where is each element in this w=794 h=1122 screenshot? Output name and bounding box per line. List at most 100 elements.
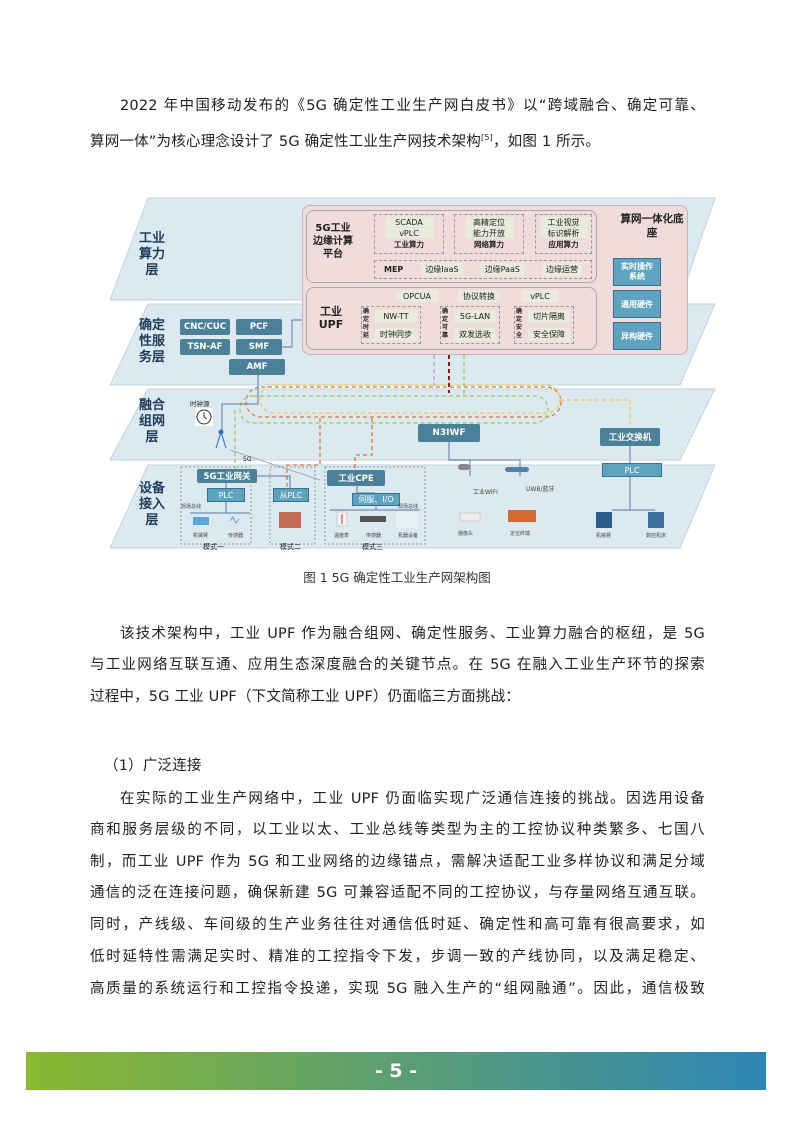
device-label: 温度表 xyxy=(334,533,350,539)
intro-line-2: 算网一体”为核心理念设计了 5G 确定性工业生产网技术架构[5]，如图 1 所示… xyxy=(90,128,705,152)
group-label: 工业算力 xyxy=(394,240,424,249)
para1-line: 与工业网络互联互通、应用生态深度融合的关键节点。在 5G 在融入工业生产环节的探… xyxy=(90,657,705,673)
industrial-compute-group: SCADA vPLC 工业算力 xyxy=(374,214,444,254)
chip: 5G-LAN xyxy=(454,310,496,323)
upf-reliability-group: 确定可靠 5G-LAN 双发选收 xyxy=(440,306,500,344)
layer-band-access xyxy=(109,464,716,549)
tsn-af-box: TSN-AF xyxy=(180,339,230,355)
intro-text: 算网一体”为核心理念设计了 5G 确定性工业生产网技术架构 xyxy=(90,133,481,150)
fieldbus-label: 现场总线 xyxy=(398,504,419,510)
servo-io-box: 伺服、I/O xyxy=(352,493,400,506)
5g-label: 5G xyxy=(243,456,252,463)
para2-line: 同时，产线级、车间级的生产业务往往对通信低时延、确定性和高可靠有很高要求，如 xyxy=(90,917,705,933)
device-label: 机械臂 xyxy=(596,533,612,539)
chip: 边缘IaaS xyxy=(421,263,463,276)
upf-latency-group: 确定时延 NW-TT 时钟同步 xyxy=(361,306,421,344)
device-label: 传感器 xyxy=(366,533,382,539)
n3iwf-box: N3IWF xyxy=(418,424,480,442)
base-item: 通用硬件 xyxy=(613,290,661,318)
para2-line: 高质量的系统运行和工控指令投递，实现 5G 融入生产的“组网融通”。因此，通信极… xyxy=(90,981,705,997)
chip: 能力开放 xyxy=(465,228,513,238)
group-label: 应用算力 xyxy=(548,240,579,249)
cnc-cuc-box: CNC/CUC xyxy=(180,319,230,335)
5g-gateway-box: 5G工业网关 xyxy=(197,469,257,483)
clock-icon xyxy=(195,408,213,426)
chip: 协议转换 xyxy=(458,290,500,302)
device-label: 数控机床 xyxy=(646,533,667,539)
group-label: 网络算力 xyxy=(474,240,504,249)
layer-label-service: 确定性服务层 xyxy=(138,318,165,365)
wifi-label: 工业WIFI xyxy=(473,489,498,496)
device-label: 定位终端 xyxy=(510,531,531,537)
layer-label-access: 设备接入层 xyxy=(138,481,165,528)
device-label: 机器设备 xyxy=(398,533,419,539)
citation: [5] xyxy=(481,133,493,142)
para2-line: 通信的泛在连接问题，确保新建 5G 可兼容适配不同的工控协议，与存量网络互通互联… xyxy=(90,885,705,901)
uwb-label: UWB/蓝牙 xyxy=(526,486,555,493)
chip: vPLC xyxy=(522,290,558,302)
chip: 切片隔离 xyxy=(528,310,570,323)
pcf-box: PCF xyxy=(236,319,282,335)
tower-icon xyxy=(215,429,227,449)
application-compute-group: 工业视觉 标识解析 应用算力 xyxy=(535,214,592,254)
mode-label: 模式二 xyxy=(280,543,301,551)
plc-box: PLC xyxy=(207,488,245,502)
base-item: 异构硬件 xyxy=(613,322,661,350)
chip: 双发选收 xyxy=(454,328,496,341)
mode-label: 模式三 xyxy=(362,543,383,551)
chip: 时钟同步 xyxy=(375,328,417,341)
layer-label-compute: 工业算力层 xyxy=(138,231,165,278)
para2-line: 制，而工业 UPF 作为 5G 和工业网络的边缘锚点，需解决适配工业多样协议和满… xyxy=(90,854,705,870)
mep-row: MEP 边缘IaaS 边缘PaaS 边缘运营 xyxy=(374,260,592,279)
architecture-diagram: 工业算力层 确定性服务层 融合组网层 设备接入层 5G工业边缘计算平台 SCAD… xyxy=(0,0,794,560)
group-label: 确定安全 xyxy=(516,308,523,339)
upf-security-group: 确定安全 切片隔离 安全保障 xyxy=(514,306,574,344)
layer-label-network: 融合组网层 xyxy=(138,398,165,445)
chip: 边缘运营 xyxy=(541,263,582,276)
smf-box: SMF xyxy=(236,339,282,355)
chip: 边缘PaaS xyxy=(480,263,524,276)
industrial-cpe-box: 工业CPE xyxy=(327,470,385,486)
layer-band-network xyxy=(109,388,716,461)
chip: SCADA xyxy=(385,217,433,227)
chip: vPLC xyxy=(385,228,433,238)
chip: 工业视觉 xyxy=(539,217,588,227)
chip: NW-TT xyxy=(375,310,417,323)
network-compute-group: 高精定位 能力开放 网络算力 xyxy=(454,214,524,254)
fieldbus-label: 现场总线 xyxy=(181,504,202,510)
slave-plc-box: 从PLC xyxy=(273,488,309,502)
para1-line: 过程中，5G 工业 UPF（下文简称工业 UPF）仍面临三方面挑战： xyxy=(90,689,520,705)
page-footer: - 5 - xyxy=(26,1052,766,1090)
para2-line: 商和服务层级的不同，以工业以太、工业总线等类型为主的工控协议种类繁多、七国八 xyxy=(90,822,705,838)
para2-line: 在实际的工业生产网络中，工业 UPF 仍面临实现广泛通信连接的挑战。因选用设备 xyxy=(120,791,705,807)
figure-caption: 图 1 5G 确定性工业生产网架构图 xyxy=(303,570,491,585)
chip: 高精定位 xyxy=(465,217,513,227)
base-title: 算网一体化底座 xyxy=(620,213,684,239)
intro-text-end: ，如图 1 所示。 xyxy=(492,133,601,150)
para1-line: 该技术架构中，工业 UPF 作为融合组网、确定性服务、工业算力融合的枢纽，是 5… xyxy=(120,626,705,642)
device-icons xyxy=(193,464,664,528)
page-number: - 5 - xyxy=(374,1060,418,1082)
edge-platform-title: 5G工业边缘计算平台 xyxy=(313,223,353,260)
para2-line: 低时延特性需满足实时、精准的工控指令下发，步调一致的产线协同，以及满足稳定、 xyxy=(90,949,705,965)
group-label: 确定时延 xyxy=(363,308,370,339)
intro-line-1: 2022 年中国移动发布的《5G 确定性工业生产网白皮书》以“跨域融合、确定可靠… xyxy=(120,98,705,114)
section-heading: （1）广泛连接 xyxy=(104,758,202,774)
upf-title: 工业UPF xyxy=(318,305,344,331)
group-label: 确定可靠 xyxy=(442,308,449,339)
mode-label: 模式一 xyxy=(203,543,224,551)
base-item: 实时操作系统 xyxy=(613,258,661,286)
plc-box-right: PLC xyxy=(602,463,662,477)
device-label: 机械臂 xyxy=(193,533,209,539)
clock-label: 时钟源 xyxy=(190,400,210,408)
chip: OPCUA xyxy=(396,290,438,302)
industrial-switch-box: 工业交换机 xyxy=(600,428,660,446)
mep-label: MEP xyxy=(384,265,404,274)
device-label: 摄像头 xyxy=(458,531,474,537)
chip: 安全保障 xyxy=(528,328,570,341)
chip: 标识解析 xyxy=(539,228,588,238)
upf-box xyxy=(306,287,597,350)
edge-platform-box xyxy=(306,210,597,283)
amf-box: AMF xyxy=(229,359,285,375)
device-label: 传感器 xyxy=(228,533,244,539)
